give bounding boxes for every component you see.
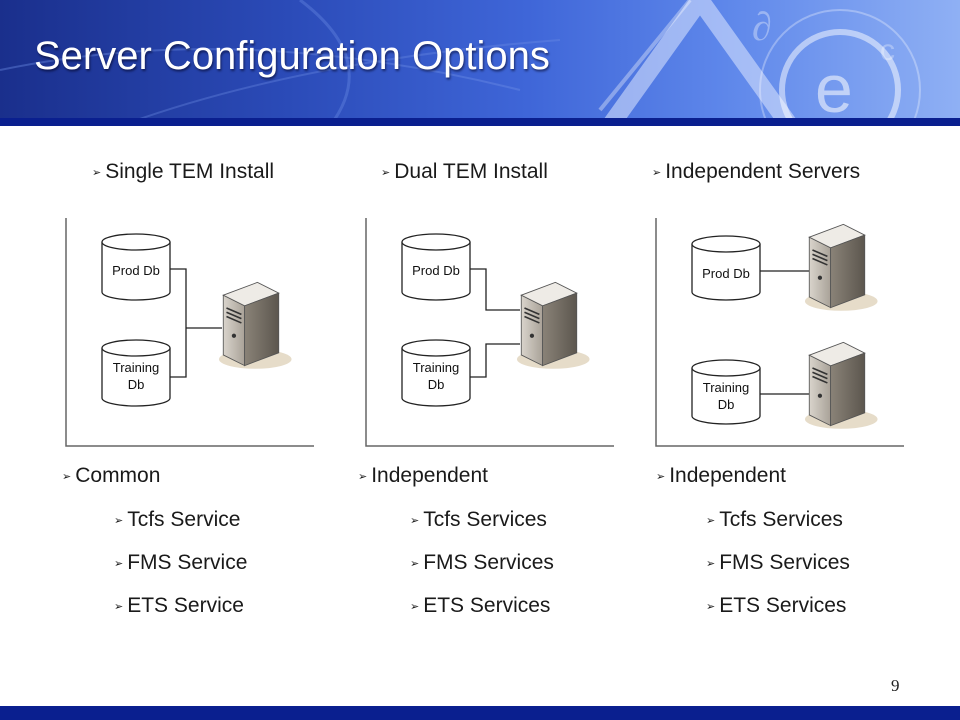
page-number: 9 [891,676,900,695]
service-item: ➢FMS Services [410,551,554,574]
svg-text:Db: Db [128,377,145,392]
service-item: ➢ETS Services [410,594,551,617]
service-item: ➢Tcfs Services [706,508,843,531]
panel-frame [65,218,314,447]
svg-text:Training: Training [113,360,159,375]
arrow-bullet-icon: ➢ [114,558,124,570]
service-item: ➢ETS Service [114,594,244,617]
training-db-cylinder: Training Db [691,359,761,425]
header-decoration: e ∂ c [0,0,921,126]
dual-install-diagram: Prod Db Training Db [365,218,614,447]
group-label: ➢Independent [358,464,489,487]
service-item: ➢ETS Services [706,594,847,617]
arrow-bullet-icon: ➢ [652,167,662,179]
connector-line [470,268,520,311]
prod-db-cylinder: Prod Db [101,233,171,301]
arrow-bullet-icon: ➢ [114,601,124,613]
single-install-diagram: Prod Db Training Db [65,218,314,447]
arrow-bullet-icon: ➢ [410,558,420,570]
service-item: ➢Tcfs Services [410,508,547,531]
arrow-bullet-icon: ➢ [656,471,666,483]
service-item: ➢FMS Services [706,551,850,574]
arrow-bullet-icon: ➢ [92,167,102,179]
column-heading-single: ➢Single TEM Install [92,160,275,183]
svg-text:e: e [815,51,853,126]
service-item: ➢Tcfs Service [114,508,241,531]
connector-line [470,343,520,378]
svg-text:Prod Db: Prod Db [112,263,160,278]
service-item: ➢FMS Service [114,551,248,574]
prod-db-cylinder: Prod Db [691,235,761,301]
server-icon [804,223,879,312]
arrow-bullet-icon: ➢ [410,601,420,613]
column-heading-independent: ➢Independent Servers [652,160,861,183]
svg-text:Prod Db: Prod Db [412,263,460,278]
panel-frame [365,218,614,447]
page-title: Server Configuration Options [34,34,550,78]
svg-text:∂: ∂ [752,4,772,49]
svg-text:Db: Db [718,397,735,412]
arrow-bullet-icon: ➢ [358,471,368,483]
column-heading-dual: ➢Dual TEM Install [381,160,548,183]
arrow-bullet-icon: ➢ [706,515,716,527]
svg-text:Training: Training [703,380,749,395]
server-icon [218,281,293,370]
svg-text:Db: Db [428,377,445,392]
server-icon [516,281,591,370]
svg-text:Training: Training [413,360,459,375]
arrow-bullet-icon: ➢ [410,515,420,527]
server-icon [804,341,879,430]
training-db-cylinder: Training Db [101,339,171,407]
arrow-bullet-icon: ➢ [706,558,716,570]
footer-bar [0,706,960,720]
panel-frame [655,218,904,447]
group-label: ➢Independent [656,464,787,487]
prod-db-cylinder: Prod Db [401,233,471,301]
arrow-bullet-icon: ➢ [62,471,72,483]
arrow-bullet-icon: ➢ [706,601,716,613]
svg-text:c: c [880,34,895,67]
training-db-cylinder: Training Db [401,339,471,407]
arrow-bullet-icon: ➢ [114,515,124,527]
independent-servers-diagram: Prod Db Training Db [655,218,904,447]
connector-line [170,268,187,378]
svg-text:Prod Db: Prod Db [702,266,750,281]
arrow-bullet-icon: ➢ [381,167,391,179]
header-banner: e ∂ c Server Configuration Options [0,0,960,126]
header-bar [0,118,960,126]
group-label: ➢Common [62,464,161,487]
